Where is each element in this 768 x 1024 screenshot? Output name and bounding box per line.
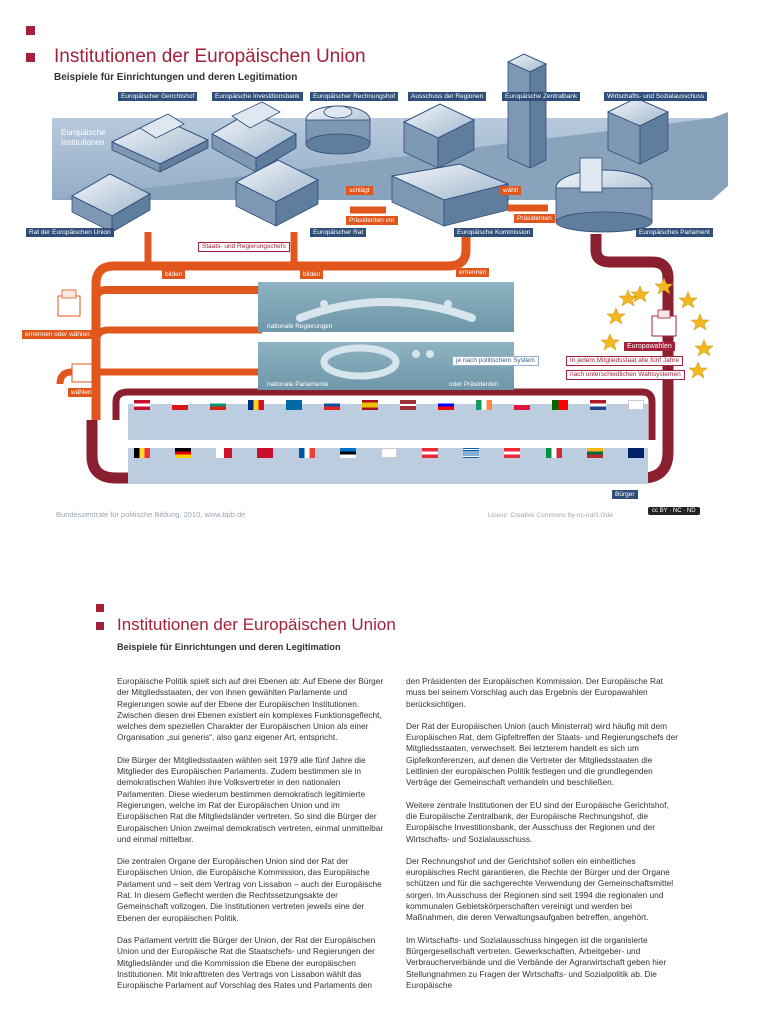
label-national-governments: nationale Regierungen [267,323,333,330]
flag-icon [216,448,233,458]
label-committee-of-regions: Ausschuss der Regionen [408,92,487,101]
orange-flow-1 [91,232,471,420]
accent-square-icon [96,622,104,630]
article-subtitle: Beispiele für Einrichtungen und deren Le… [117,642,341,652]
flag-icon [463,448,480,458]
building-committee-of-regions [402,103,476,169]
building-commission [390,163,510,227]
article-title: Institutionen der Europäischen Union [117,615,396,634]
label-bilden-2: bilden [300,270,324,279]
label-council-eu: Rat der Europäischen Union [26,228,114,237]
label-commission: Europäische Kommission [454,228,534,237]
flag-icon [552,400,568,410]
label-european-council: Europäischer Rat [310,228,367,237]
flag-icon [172,400,188,410]
orange-flow-3 [92,326,262,345]
label-europawahlen-line2: nach unterschiedlichen Wahlsystemen [566,370,685,380]
building-central-bank [506,53,548,169]
label-central-bank: Europäische Zentralbank [502,92,581,101]
label-court-of-auditors: Europäischer Rechnungshof [310,92,399,101]
label-praesidenten-vor: Präsidenten vor [346,216,398,225]
red-loop-lower [112,388,656,440]
ballot-box-icon-left [57,289,93,383]
label-parliament: Europäisches Parlament [636,228,713,237]
flag-icon [380,448,397,458]
paragraph: Die zentralen Organe der Europäischen Un… [117,856,382,923]
institutions-diagram [52,53,728,484]
label-waehlt: wählt [500,186,522,195]
label-citizens: Bürger [612,490,638,499]
accent-square-icon [96,604,104,612]
label-europawahlen-line1: In jedem Mitgliedsstaat alle fünf Jahre [566,356,684,366]
flag-icon [210,400,226,410]
label-praesidenten: Präsidenten [514,214,555,223]
paragraph: Im Wirtschafts- und Sozialausschuss hing… [406,934,667,990]
paragraph: Der Rat der Europäischen Union (auch Min… [406,720,678,788]
label-investment-bank: Europäische Investitionsbank [212,92,303,101]
citizens-row-1 [128,404,648,440]
building-court-of-auditors [305,105,371,155]
accent-square-icon [26,53,35,62]
paragraph: Die Bürger der Mitgliedsstaaten wählen s… [117,754,384,844]
flag-icon [286,400,302,410]
flag-icon [175,448,192,458]
article-column-right: den Präsidenten der Europäischen Kommiss… [406,676,682,1002]
label-system-note: je nach politischem System [452,356,539,366]
building-investment-bank [210,101,298,173]
national-governments-panel [258,282,514,332]
label-waehlen: wählen [68,388,95,397]
label-national-parliaments: nationale Parlamente [267,381,329,388]
flag-icon [248,400,264,410]
flag-icon [298,448,315,458]
label-ernennen-oder-waehlen: ernennen oder wählen [22,330,93,339]
label-staats-regierungschefs: Staats- und Regierungschefs [198,242,290,252]
paragraph: Weitere zentrale Institutionen der EU si… [406,799,669,844]
ballot-box-icon [651,309,677,337]
flag-icon [590,400,606,410]
cc-license-badge: cc BY · NC · ND [648,507,700,515]
flag-icon [438,400,454,410]
flag-icon [628,400,644,410]
flag-icon [422,448,439,458]
building-economic-social-committee [606,97,670,165]
flag-icon [257,448,274,458]
figure-title: Institutionen der Europäischen Union [54,46,366,67]
label-europawahlen: Europawahlen [624,342,675,351]
orange-flow-2 [92,286,262,301]
label-economic-social-committee: Wirtschafts- und Sozialausschuss [604,92,708,101]
building-council-eu [70,173,152,233]
flag-icon [324,400,340,410]
flag-icon [504,448,521,458]
label-ernennen: ernennen [456,268,490,277]
paragraph: Der Rechnungshof und der Gerichtshof sol… [406,855,674,923]
figure-license: Lizenz: Creative Commons by-nc-nd/3.0/de [488,512,614,519]
accent-square-icon [26,26,35,35]
building-court-of-justice [110,113,210,173]
flag-icon [362,400,378,410]
eu-stars [600,277,714,379]
building-parliament [555,157,653,233]
flag-icon [586,448,603,458]
flag-icon [134,400,150,410]
figure-credit: Bundeszentrale für politische Bildung, 2… [56,510,246,519]
band-label: Europäische Institutionen [61,128,106,147]
flag-icon [545,448,562,458]
label-schlaegt: schlägt [346,186,373,195]
building-european-council [234,159,320,227]
label-or-presidents: oder Präsidenten [449,381,499,388]
flag-icon [339,448,356,458]
paragraph: Das Parlament vertritt die Bürger der Un… [117,934,376,991]
article-column-left: Europäische Politik spielt sich auf drei… [117,676,389,1002]
label-bilden-1: bilden [162,270,186,279]
flag-icon [134,448,150,458]
flag-icon [400,400,416,410]
label-court-of-justice: Europäischer Gerichtshof [118,92,198,101]
flag-icon [476,400,492,410]
paragraph: den Präsidenten der Europäischen Kommiss… [406,676,663,709]
flag-icon [627,448,644,458]
flag-icon [514,400,530,410]
paragraph: Europäische Politik spielt sich auf drei… [117,676,384,743]
figure-subtitle: Beispiele für Einrichtungen und deren Le… [54,72,298,83]
citizens-flags [134,400,644,490]
